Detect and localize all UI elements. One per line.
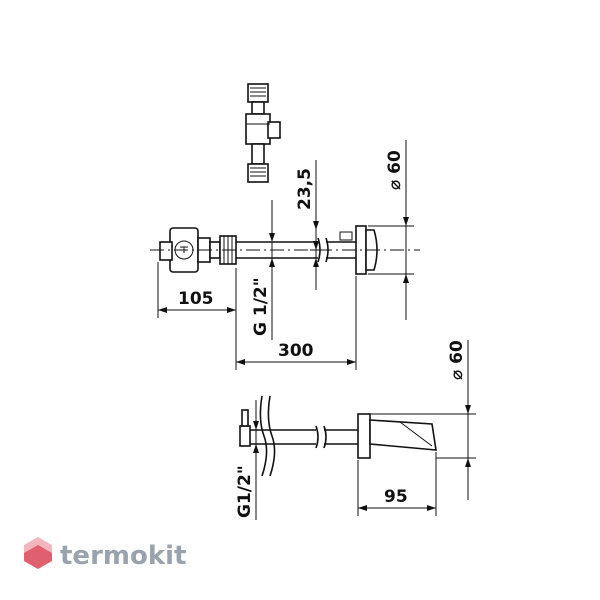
top-view-assembly (150, 225, 420, 275)
side-view-dimensions (253, 340, 476, 520)
termokit-logo: termokit (24, 537, 186, 571)
top-view-dimensions (157, 140, 414, 370)
logo-hexagon-inner-icon (24, 545, 52, 569)
dim-105-label: 105 (178, 289, 214, 309)
dim-300-label: 300 (278, 341, 314, 361)
dim-dia60-bottom-label: ⌀ 60 (447, 340, 467, 380)
dim-g12-top-label: G 1/2" (251, 277, 271, 336)
logo-brand-text: termokit (60, 541, 186, 571)
dim-23-5-label: 23,5 (295, 168, 315, 210)
valve-fitting-detail (245, 83, 281, 183)
dim-95-label: 95 (384, 487, 408, 507)
dim-dia60-top-label: ⌀ 60 (385, 150, 405, 190)
dim-g12-bottom-label: G1/2" (235, 465, 255, 518)
side-view-assembly (239, 395, 437, 477)
